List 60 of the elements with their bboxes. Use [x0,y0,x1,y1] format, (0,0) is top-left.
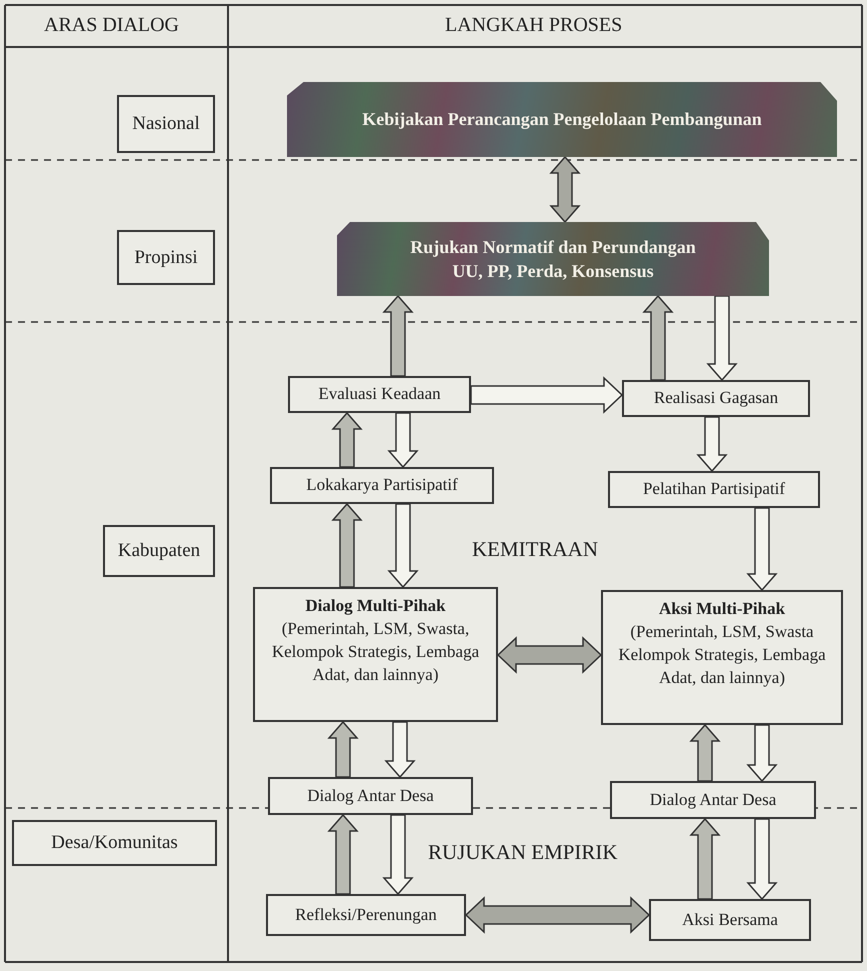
box-label: Realisasi Gagasan [654,387,778,410]
process-box [649,899,811,941]
block-arrow [496,636,602,674]
block-arrow [384,721,416,778]
box-label: Kebijakan Perancangan Pengelolaan Pembangunan [362,108,762,132]
box-label: Dialog Antar Desa [307,784,434,807]
section-label: RUJUKAN EMPIRIK [428,840,618,865]
block-arrow [382,294,414,377]
box-heading: Rujukan Normatif dan Perundangan [410,236,696,259]
box-body: (Pemerintah, LSM, Swasta, Kelompok Strategis, Lembaga Adat, dan lainnya) [270,618,480,686]
box-label: Refleksi/Perenungan [295,904,437,926]
process-box [268,777,473,815]
block-arrow [642,294,674,381]
box-label: Evaluasi Keadaan [318,383,441,406]
block-arrow [689,818,721,900]
block-arrow [746,818,778,900]
process-box [270,467,494,504]
process-box [610,781,816,819]
box-label: Propinsi [134,246,198,270]
block-arrow [382,814,414,896]
process-box [288,376,471,413]
box-label: Lokakarya Partisipatif [306,474,458,496]
block-arrow [470,376,624,414]
block-arrow [387,412,419,468]
block-arrow [689,724,721,782]
block-arrow [331,412,363,468]
box-label: Nasional [132,112,200,136]
box-body: UU, PP, Perda, Konsensus [452,260,654,283]
block-arrow [464,896,650,934]
block-arrow [706,295,738,382]
box-label: Pelatihan Partisipatif [642,478,786,500]
box-heading: Aksi Multi-Pihak [658,598,786,620]
box-label: Aksi Bersama [682,908,778,931]
process-box [601,590,843,725]
block-arrow [549,156,581,224]
column-header: ARAS DIALOG [44,14,179,37]
level-box [12,820,217,866]
box-label: Desa/Komunitas [51,831,178,856]
block-arrow [327,720,359,778]
level-box [117,230,215,285]
block-arrow [696,416,728,472]
block-arrow [387,503,419,588]
process-box [622,380,810,417]
level-box [103,525,215,577]
box-body: (Pemerintah, LSM, Swasta Kelompok Strategis, Lembaga Adat, dan lainnya) [617,620,827,689]
level-box [117,95,215,153]
block-arrow [327,814,359,895]
column-header: LANGKAH PROSES [445,14,622,37]
box-label: Dialog Antar Desa [650,788,776,811]
process-box [266,894,466,936]
box-label: Kabupaten [118,539,200,564]
policy-banner [287,82,837,157]
policy-banner [337,222,769,296]
section-label: KEMITRAAN [472,537,598,562]
block-arrow [746,724,778,782]
block-arrow [331,502,363,588]
process-box [253,587,498,722]
block-arrow [746,507,778,592]
box-heading: Dialog Multi-Pihak [305,595,446,617]
process-box [608,471,820,508]
